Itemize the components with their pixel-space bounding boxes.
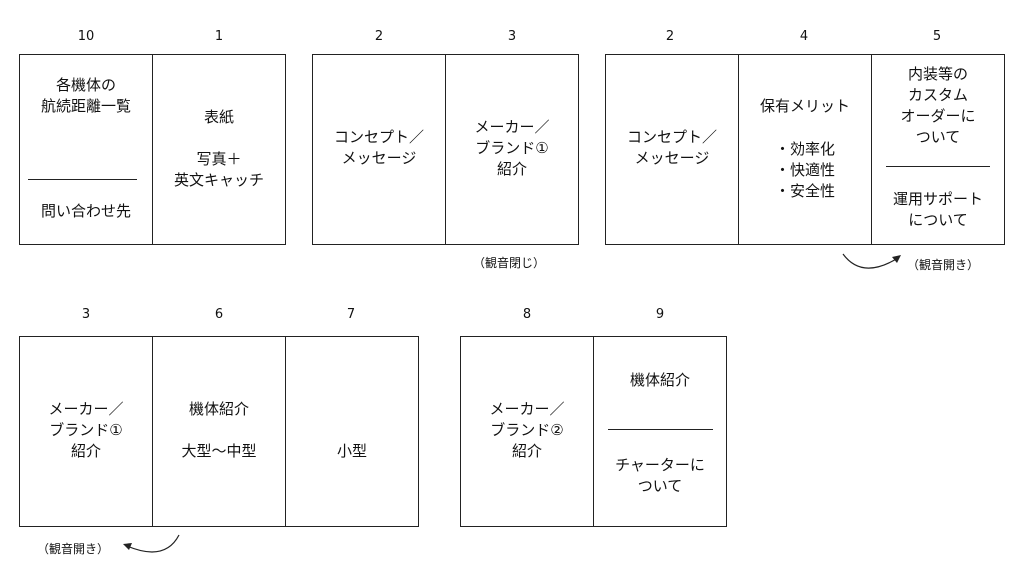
curved-arrow-icon <box>123 534 180 553</box>
page-number-2: 2 <box>374 29 384 44</box>
panel-custom-order-top-text: 内装等の カスタム オーダーに ついて <box>900 65 976 146</box>
panel-custom-order-bottom-text: 運用サポート について <box>892 190 983 229</box>
panel-brand-1: メーカー／ ブランド① 紹介 <box>19 336 153 527</box>
divider <box>28 179 137 180</box>
panel-front-cover-text: 表紙 写真＋ 英文キャッチ <box>173 108 264 189</box>
fold-note-gate-open: （観音開き） <box>37 542 110 556</box>
page-number-7: 7 <box>346 307 356 322</box>
panel-concept-text: コンセプト／ メッセージ <box>333 128 424 167</box>
panel-aircraft-small-text: 小型 <box>336 442 367 460</box>
panel-concept: コンセプト／ メッセージ <box>605 54 739 245</box>
page-number-10: 10 <box>77 29 95 44</box>
panel-brand-1: メーカー／ ブランド① 紹介 <box>445 54 579 245</box>
page-number-6: 6 <box>214 307 224 322</box>
panel-aircraft-small: 小型 <box>285 336 419 527</box>
page-number-3: 3 <box>81 307 91 322</box>
fold-note-gate-close: （観音閉じ） <box>473 256 546 270</box>
panel-front-cover: 表紙 写真＋ 英文キャッチ <box>152 54 286 245</box>
page-number-1: 1 <box>214 29 224 44</box>
panel-brand-2: メーカー／ ブランド② 紹介 <box>460 336 594 527</box>
panel-back-cover: 各機体の 航続距離一覧 問い合わせ先 <box>19 54 153 245</box>
panel-brand-2-text: メーカー／ ブランド② 紹介 <box>489 400 565 460</box>
panel-back-cover-top-text: 各機体の 航続距離一覧 <box>40 76 131 115</box>
panel-custom-order: 内装等の カスタム オーダーに ついて 運用サポート について <box>871 54 1005 245</box>
page-number-3: 3 <box>507 29 517 44</box>
panel-aircraft-large: 機体紹介 大型～中型 <box>152 336 286 527</box>
panel-brand-1-text: メーカー／ ブランド① 紹介 <box>48 400 124 460</box>
panel-concept: コンセプト／ メッセージ <box>312 54 446 245</box>
panel-concept-text: コンセプト／ メッセージ <box>626 128 717 167</box>
panel-back-cover-bottom-text: 問い合わせ先 <box>40 202 131 220</box>
panel-charter: 機体紹介 チャーターに ついて <box>593 336 727 527</box>
divider <box>886 166 990 167</box>
page-number-9: 9 <box>655 307 665 322</box>
page-number-4: 4 <box>799 29 809 44</box>
page-number-2: 2 <box>665 29 675 44</box>
panel-merits-list: ・効率化 ・快適性 ・安全性 <box>774 140 835 200</box>
page-number-5: 5 <box>932 29 942 44</box>
fold-note-gate-open: （観音開き） <box>907 258 980 272</box>
panel-brand-1-text: メーカー／ ブランド① 紹介 <box>474 118 550 178</box>
panel-charter-bottom-text: チャーターに ついて <box>615 456 705 495</box>
divider <box>608 429 713 430</box>
panel-aircraft-large-text: 機体紹介 大型～中型 <box>181 400 257 460</box>
panel-charter-top-text: 機体紹介 <box>629 371 690 389</box>
curved-arrow-icon <box>842 253 901 269</box>
panel-merits: 保有メリット ・効率化 ・快適性 ・安全性 <box>738 54 872 245</box>
page-number-8: 8 <box>522 307 532 322</box>
panel-merits-title: 保有メリット <box>759 97 850 115</box>
